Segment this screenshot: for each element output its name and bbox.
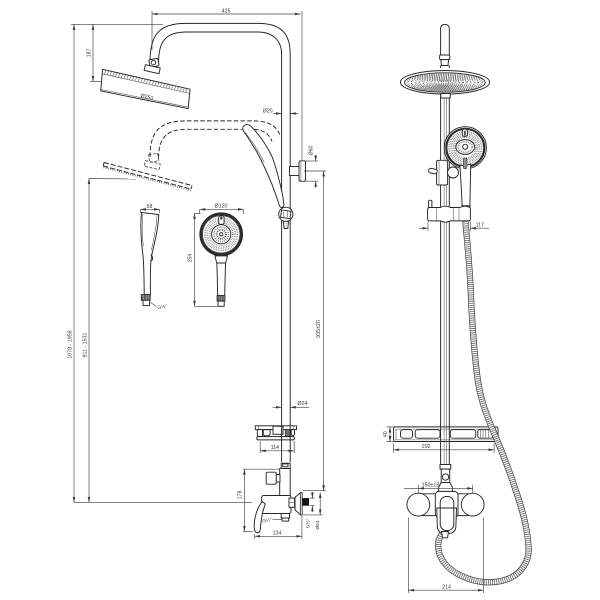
svg-text:214: 214 (442, 584, 451, 590)
svg-text:911 - 1531: 911 - 1531 (83, 332, 89, 357)
svg-text:58: 58 (147, 204, 153, 210)
svg-text:1078 - 1958: 1078 - 1958 (68, 330, 74, 358)
svg-text:254: 254 (188, 254, 194, 263)
svg-text:Ø120: Ø120 (215, 204, 228, 210)
svg-text:40: 40 (383, 431, 389, 437)
svg-text:Ø64: Ø64 (315, 520, 321, 530)
svg-text:117: 117 (476, 223, 484, 229)
svg-text:150±18: 150±18 (422, 482, 440, 488)
svg-text:425: 425 (222, 9, 231, 15)
svg-text:114: 114 (271, 445, 279, 451)
svg-text:178: 178 (238, 491, 244, 500)
svg-text:G½”: G½” (262, 516, 273, 525)
svg-text:187: 187 (87, 49, 93, 58)
svg-text:134: 134 (273, 531, 282, 537)
svg-text:Ø250: Ø250 (140, 93, 154, 102)
svg-text:G½”: G½” (305, 518, 312, 528)
svg-text:935±20: 935±20 (316, 320, 322, 338)
svg-text:Ø60: Ø60 (308, 145, 314, 155)
svg-text:Ø20: Ø20 (263, 108, 273, 114)
svg-text:Ø24: Ø24 (297, 401, 307, 407)
svg-text:G½”: G½” (157, 303, 168, 312)
svg-text:292: 292 (422, 444, 431, 450)
